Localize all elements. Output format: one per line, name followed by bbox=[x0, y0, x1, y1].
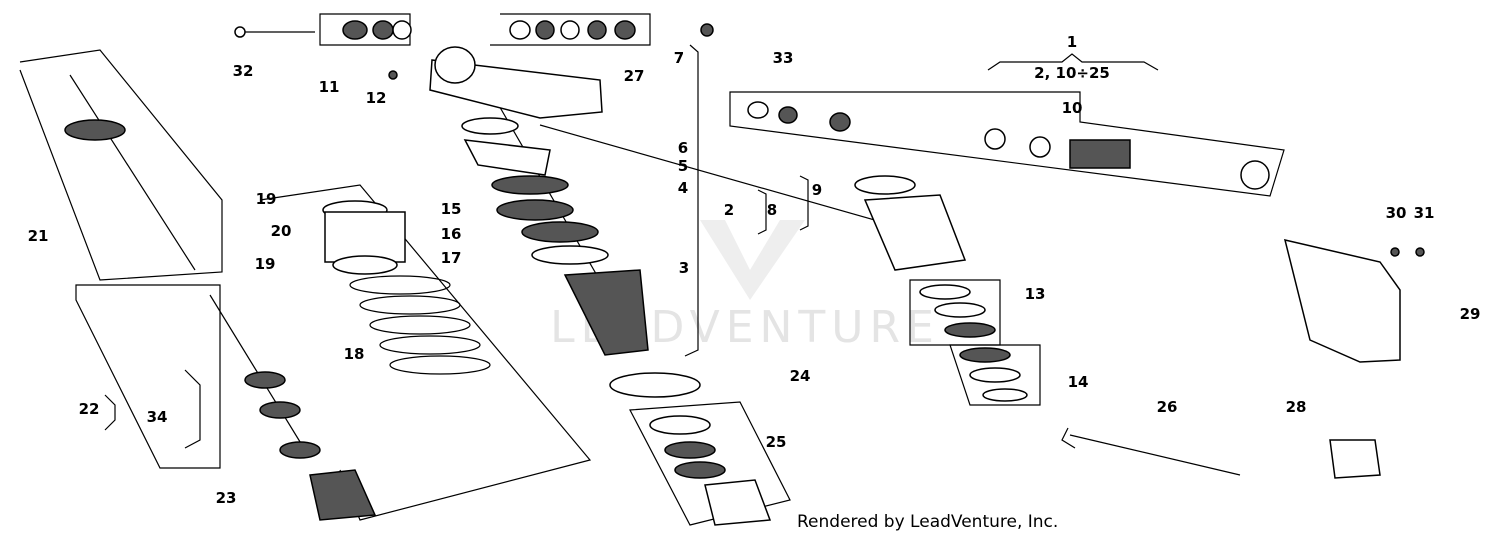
label-1: 1 bbox=[1067, 33, 1077, 51]
label-13: 13 bbox=[1025, 285, 1046, 303]
label-17: 17 bbox=[441, 249, 462, 267]
label-24: 24 bbox=[790, 367, 811, 385]
label-29: 29 bbox=[1460, 305, 1481, 323]
label-21: 21 bbox=[28, 227, 49, 245]
label-4: 4 bbox=[678, 179, 688, 197]
label-26: 26 bbox=[1157, 398, 1178, 416]
label-15: 15 bbox=[441, 200, 462, 218]
label-34: 34 bbox=[147, 408, 168, 426]
label-14: 14 bbox=[1068, 373, 1089, 391]
label-32: 32 bbox=[233, 62, 254, 80]
label-9: 9 bbox=[812, 181, 822, 199]
label-11: 11 bbox=[319, 78, 340, 96]
label-10: 10 bbox=[1062, 99, 1083, 117]
label-5: 5 bbox=[678, 157, 688, 175]
label-33: 33 bbox=[773, 49, 794, 67]
label-2: 2 bbox=[724, 201, 734, 219]
part-shapes bbox=[64, 20, 1425, 526]
label-12: 12 bbox=[366, 89, 387, 107]
label-30: 30 bbox=[1386, 204, 1407, 222]
label-28: 28 bbox=[1286, 398, 1307, 416]
label-27: 27 bbox=[624, 67, 645, 85]
label-6: 6 bbox=[678, 139, 688, 157]
label-31: 31 bbox=[1414, 204, 1435, 222]
label-19-bottom: 19 bbox=[255, 255, 276, 273]
leader-lines bbox=[19, 13, 1285, 526]
label-25: 25 bbox=[766, 433, 787, 451]
label-2-10-25: 2, 10÷25 bbox=[1034, 64, 1110, 82]
spring-shape bbox=[349, 275, 491, 375]
label-3: 3 bbox=[679, 259, 689, 277]
label-7: 7 bbox=[674, 49, 684, 67]
label-22: 22 bbox=[79, 400, 100, 418]
label-23: 23 bbox=[216, 489, 237, 507]
callout-labels: 1 2, 10÷25 32 33 7 11 12 27 10 6 5 4 2 8… bbox=[28, 33, 1481, 507]
label-8: 8 bbox=[767, 201, 777, 219]
credit-text: Rendered by LeadVenture, Inc. bbox=[797, 512, 1059, 532]
label-20: 20 bbox=[271, 222, 292, 240]
label-19-top: 19 bbox=[256, 190, 277, 208]
label-16: 16 bbox=[441, 225, 462, 243]
label-18: 18 bbox=[344, 345, 365, 363]
